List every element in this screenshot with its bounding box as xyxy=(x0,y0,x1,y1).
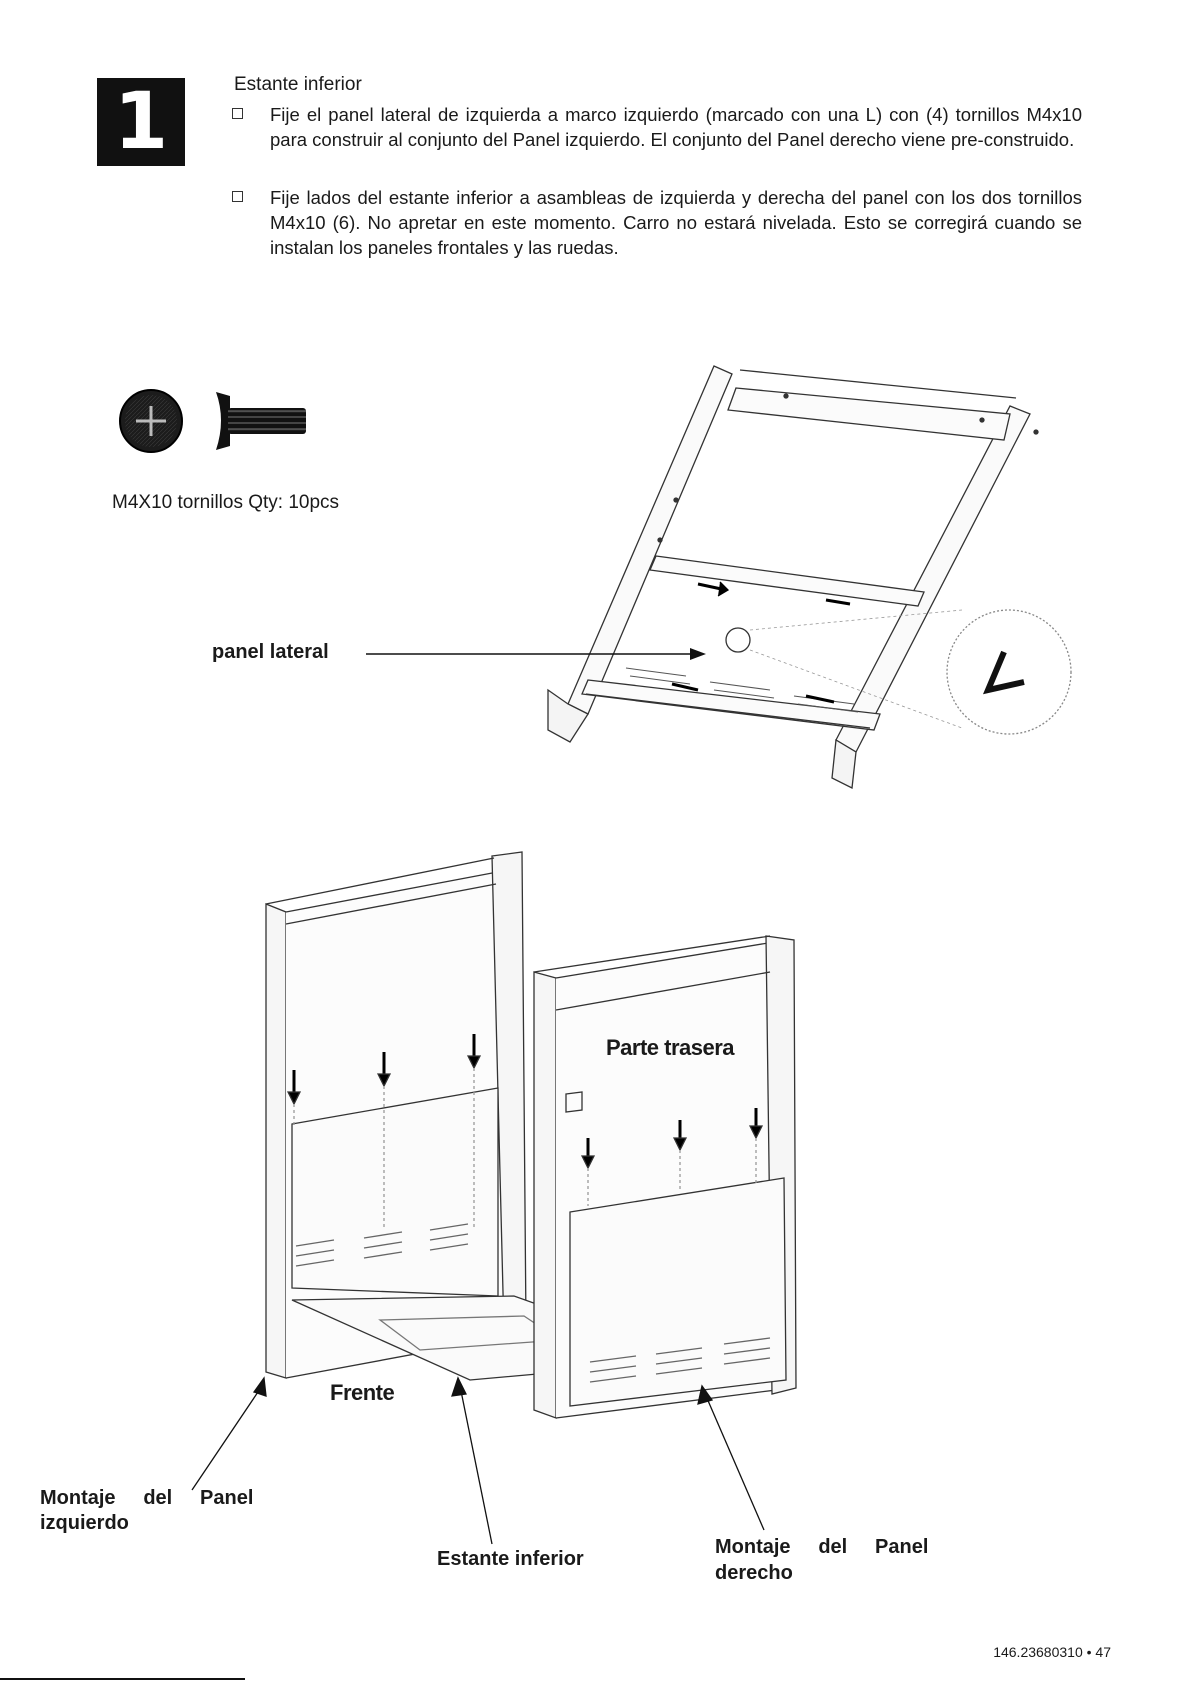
front-label: Frente xyxy=(330,1380,395,1405)
checkbox-icon xyxy=(232,191,243,202)
side-panel-label: panel lateral xyxy=(212,641,329,663)
checkbox-icon xyxy=(232,108,243,119)
callout-leader-lines xyxy=(191,1376,765,1545)
rear-label: Parte trasera xyxy=(606,1035,735,1060)
right-assembly-label-line2: derecho xyxy=(715,1562,793,1584)
page-reference: 146.23680310 • 47 xyxy=(993,1644,1111,1660)
side-panel-leader-line xyxy=(366,648,706,660)
hardware-caption: M4X10 tornillos Qty: 10pcs xyxy=(112,492,340,513)
right-assembly-label-line1: Montaje del Panel xyxy=(715,1536,929,1558)
left-assembly-label-line1: Montaje del Panel xyxy=(40,1487,254,1509)
instruction-item-2: Fije lados del estante inferior a asambl… xyxy=(232,185,1082,260)
left-assembly-label-line2: izquierdo xyxy=(40,1512,129,1534)
cart-diagram xyxy=(265,851,797,1419)
bottom-rule xyxy=(0,1678,245,1680)
instruction-item-1: Fije el panel lateral de izquierda a mar… xyxy=(232,102,1082,152)
screw-side-icon xyxy=(216,392,306,450)
step-number-badge: 1 xyxy=(97,78,185,166)
bottom-shelf-label: Estante inferior xyxy=(437,1548,584,1570)
instruction-text-2: Fije lados del estante inferior a asambl… xyxy=(270,187,1082,258)
step-title: Estante inferior xyxy=(234,74,362,95)
screw-head-icon xyxy=(119,389,183,453)
l-mark-icon xyxy=(982,650,1025,695)
frame-diagram-top xyxy=(547,365,1072,789)
instruction-text-1: Fije el panel lateral de izquierda a mar… xyxy=(270,104,1082,150)
